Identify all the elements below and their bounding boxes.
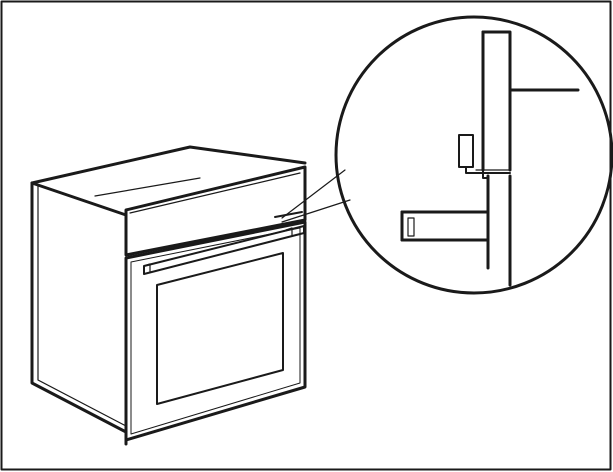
detail-front-panel [481, 30, 512, 172]
detail-circle [334, 15, 613, 295]
oven-door-window [156, 252, 284, 405]
detail-clip-arm [465, 166, 511, 174]
detail-frame-joint [482, 169, 489, 179]
detail-mounting-clip [458, 134, 474, 168]
control-panel-top-edge [129, 172, 301, 214]
detail-rail-end-cap [407, 217, 415, 237]
cabinet-side-top-edge [30, 181, 128, 217]
control-panel [124, 165, 307, 257]
callout-lines [281, 169, 351, 223]
cabinet-side-inner-edge [37, 185, 127, 427]
detail-magnifier [334, 15, 613, 295]
handle-left-bracket [143, 263, 151, 273]
cabinet-top-inner-line [94, 177, 201, 197]
oven-door-handle [143, 225, 305, 275]
mounting-point-marker [274, 211, 303, 218]
handle-right-bracket [285, 227, 293, 236]
callout-line-lower [281, 199, 351, 223]
oven-door [124, 220, 307, 442]
oven-illustration [30, 145, 307, 446]
cabinet-top [30, 145, 307, 185]
callout-line-upper [281, 169, 346, 219]
cabinet-side-panel [30, 181, 128, 434]
oven-door-inner-edge [130, 227, 301, 435]
